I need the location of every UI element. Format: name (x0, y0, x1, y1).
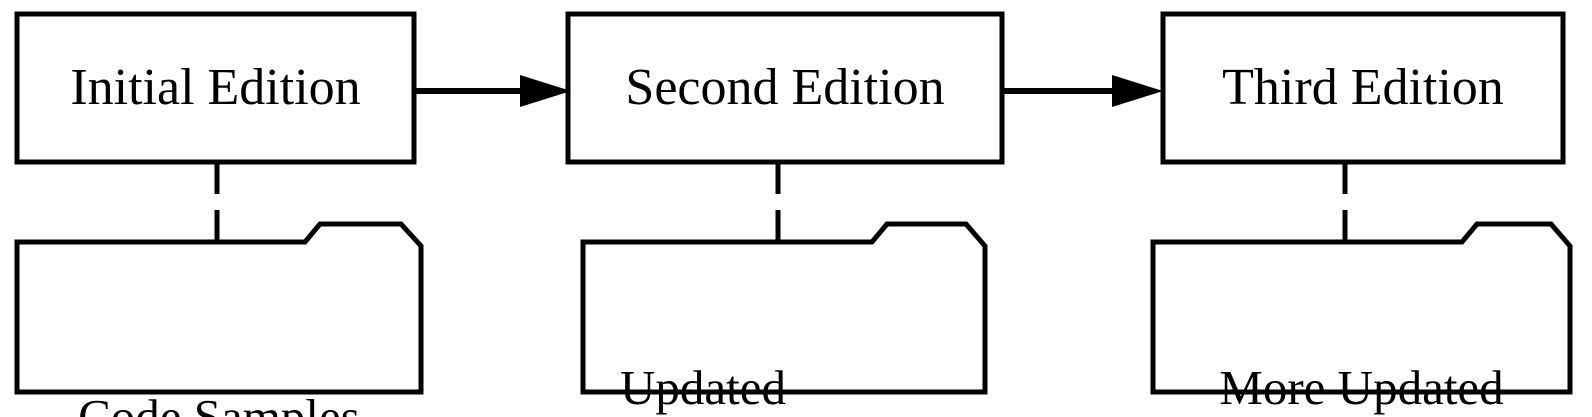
folder-shape-updated-code-samples[interactable] (580, 221, 988, 395)
arrow-head-second-to-third (1112, 75, 1163, 107)
folder-shape-more-updated-code-samples[interactable] (1150, 221, 1573, 395)
folder-shape-code-samples[interactable] (14, 221, 424, 395)
edition-box-third[interactable] (1160, 11, 1566, 165)
edition-box-initial[interactable] (14, 11, 417, 165)
arrow-head-initial-to-second (520, 75, 571, 107)
edition-box-second[interactable] (565, 11, 1005, 165)
